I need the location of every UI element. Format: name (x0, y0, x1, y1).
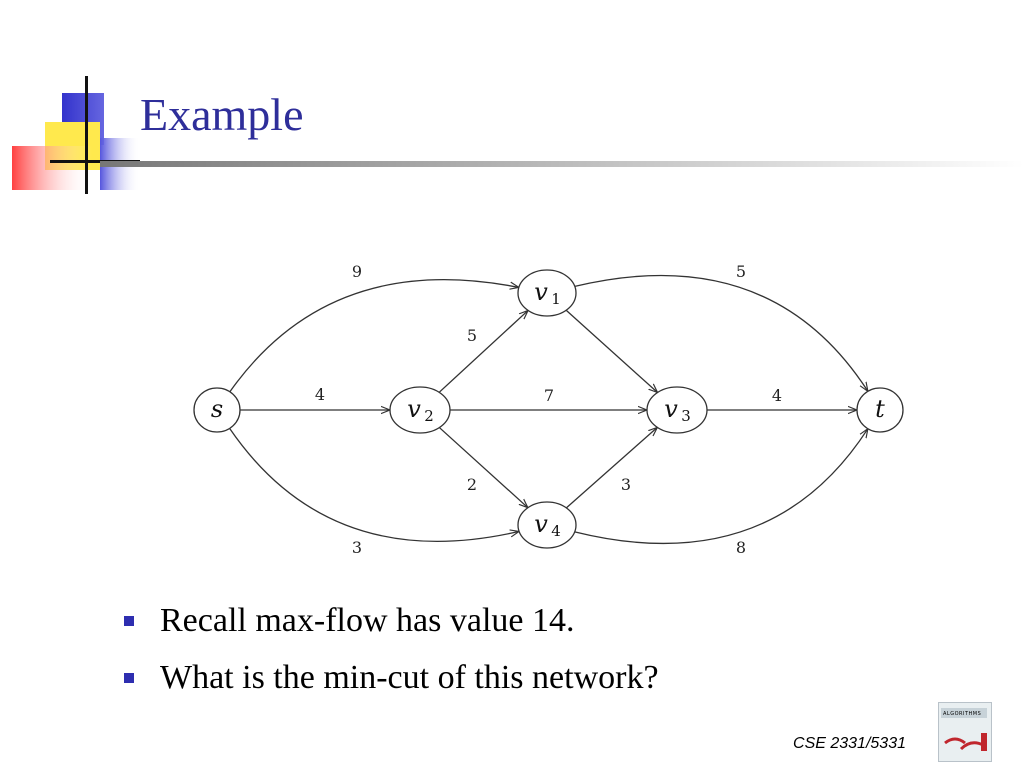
title-underline (100, 161, 1024, 167)
edge-capacity-v1-t: 5 (736, 262, 746, 281)
node-v4-subscript: 4 (551, 522, 561, 540)
bullet-item: Recall max-flow has value 14. (122, 596, 659, 653)
edge-v2-v4 (438, 427, 528, 508)
corner-decoration (12, 76, 140, 194)
node-v4-circle (517, 501, 577, 549)
edge-capacity-s-v2: 4 (315, 385, 325, 404)
node-t: t (856, 387, 904, 433)
book-cover-art (944, 733, 987, 751)
edge-capacity-v2-v4: 2 (467, 475, 477, 494)
node-v4-label: v (534, 510, 548, 538)
edge-capacity-v2-v3: 7 (544, 386, 554, 405)
edge-s-v1 (229, 278, 519, 393)
node-v3-subscript: 3 (681, 407, 691, 425)
deco-vertical-line (85, 76, 88, 194)
edge-v1-v3 (565, 309, 657, 392)
edge-capacity-v4-t: 8 (736, 538, 746, 557)
node-t-circle (856, 387, 904, 433)
deco-horizontal-line (50, 160, 140, 163)
edge-capacity-v3-t: 4 (772, 386, 782, 405)
edge-v2-v1 (438, 310, 528, 393)
edge-capacity-s-v4: 3 (352, 538, 362, 557)
node-v2-label: v (407, 395, 421, 423)
node-v2-circle (389, 386, 451, 434)
edge-capacity-v4-v3: 3 (621, 475, 631, 494)
node-v3-circle (646, 386, 708, 434)
edge-capacity-s-v1: 9 (352, 262, 362, 281)
slide-title: Example (140, 89, 304, 140)
square-bullet-icon (124, 673, 134, 683)
bullet-list: Recall max-flow has value 14. What is th… (122, 596, 659, 710)
bullet-text: What is the min-cut of this network? (160, 659, 659, 696)
node-v1-subscript: 1 (551, 290, 561, 308)
edge-v4-v3 (565, 427, 657, 509)
deco-red-bar (12, 146, 92, 190)
node-v2-subscript: 2 (424, 407, 434, 425)
node-s-circle (193, 387, 241, 433)
node-v3-label: v (664, 395, 678, 423)
book-cover-title: ALGORITHMS (943, 711, 982, 717)
node-v1-circle (517, 269, 577, 317)
edge-v4-t (574, 429, 868, 545)
course-footer: CSE 2331/5331 (793, 735, 906, 752)
bullet-item: What is the min-cut of this network? (122, 653, 659, 710)
node-v1-label: v (534, 278, 548, 306)
node-s-label: s (211, 395, 223, 423)
square-bullet-icon (124, 616, 134, 626)
edge-v1-t (574, 274, 868, 392)
bullet-text: Recall max-flow has value 14. (160, 602, 575, 639)
node-t-label: t (875, 395, 885, 423)
textbook-cover-thumbnail: ALGORITHMS (938, 702, 992, 762)
edge-s-v4 (229, 428, 520, 542)
node-s: s (193, 387, 241, 433)
edge-capacity-v2-v1: 5 (467, 326, 477, 345)
